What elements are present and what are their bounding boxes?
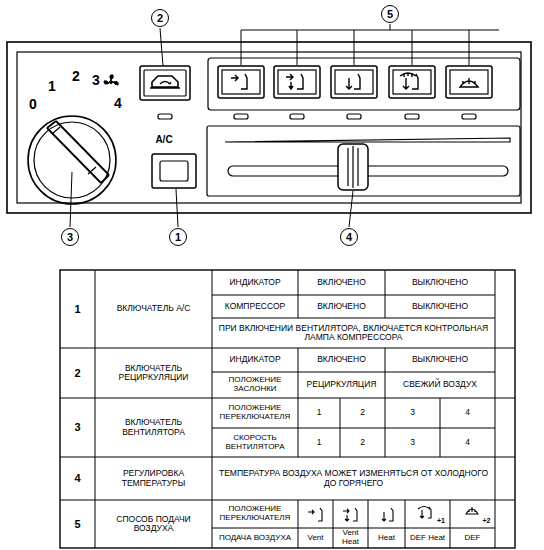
table-cell-text: ПОЛОЖЕНИЕ ПЕРЕКЛЮЧАТЕЛЯ <box>212 398 298 428</box>
callout-circle: 5 <box>381 5 399 23</box>
table-cell-text: СВЕЖИЙ ВОЗДУХ <box>385 372 495 398</box>
table-cell-text: 1 <box>60 270 95 348</box>
table-cell-text: Heat <box>368 528 405 548</box>
temperature-wedge <box>225 138 510 142</box>
dial-knob-mark <box>52 127 96 174</box>
ac-button-face <box>160 161 188 181</box>
table-cell-text: ВЫКЛЮЧЕНО <box>385 348 495 372</box>
table-cell-text: +1 <box>432 515 450 526</box>
table-cell-text: ТЕМПЕРАТУРА ВОЗДУХА МОЖЕТ ИЗМЕНЯТЬСЯ ОТ … <box>212 457 495 500</box>
table-cell-text: +2 <box>478 515 495 526</box>
table-cell-text: СКОРОСТЬ ВЕНТИЛЯТОРА <box>212 428 298 457</box>
callout-circle: 4 <box>340 228 358 246</box>
table-cell-text: 3 <box>385 428 440 457</box>
table-cell-text: ВКЛЮЧАТЕЛЬ ВЕНТИЛЯТОРА <box>95 398 212 457</box>
table-cell-text: ВКЛЮЧАТЕЛЬ РЕЦИРКУЛЯЦИИ <box>95 348 212 398</box>
table-cell-text: 2 <box>60 348 95 398</box>
table-cell-text: ПРИ ВКЛЮЧЕНИИ ВЕНТИЛЯТОРА, ВКЛЮЧАЕТСЯ КО… <box>212 318 495 348</box>
table-cell-text: 4 <box>440 428 495 457</box>
callout-number: 1 <box>175 232 181 243</box>
mode-buttons <box>218 66 492 98</box>
table-mode-icons <box>308 507 478 522</box>
ac-button <box>152 154 196 188</box>
table-cell-text: 5 <box>60 500 95 548</box>
callout-circle: 1 <box>169 228 187 246</box>
recirc-button-face <box>144 70 186 96</box>
slider-knob <box>338 144 368 190</box>
panel-label: A/C <box>146 133 182 146</box>
table-cell-text: 4 <box>60 457 95 500</box>
table-cell-text: Vent Heat <box>333 528 368 548</box>
slider-knob-grip <box>348 146 358 188</box>
callout-circle: 2 <box>151 9 169 27</box>
fan-symbol <box>104 75 118 85</box>
table-cell-text: РЕГУЛИРОВКА ТЕМПЕРАТУРЫ <box>95 457 212 500</box>
table-cell-text: ВЫКЛЮЧЕНО <box>385 295 495 318</box>
table-cell-text: ИНДИКАТОР <box>212 270 298 295</box>
table-cell-text: 2 <box>340 428 385 457</box>
table-cell-text: 1 <box>298 428 340 457</box>
table-cell-text: 1 <box>298 398 340 428</box>
recirc-arrow <box>160 82 171 85</box>
table-cell-text: Vent <box>298 528 333 548</box>
indicator-lamp <box>158 114 172 119</box>
leader-lines <box>70 24 499 227</box>
panel-housing <box>7 42 531 213</box>
panel-label: 4 <box>110 96 126 112</box>
callout-number: 2 <box>157 13 163 24</box>
table-cell-text: 2 <box>340 398 385 428</box>
table-cell-text: ВКЛЮЧЕНО <box>298 348 385 372</box>
callout-number: 4 <box>346 232 352 243</box>
table-cell-text: ИНДИКАТОР <box>212 348 298 372</box>
table-cell-text: ВЫКЛЮЧЕНО <box>385 270 495 295</box>
temperature-panel <box>207 126 520 196</box>
table-cell-text: ВКЛЮЧЕНО <box>298 295 385 318</box>
table-cell-text: СПОСОБ ПОДАЧИ ВОЗДУХА <box>95 500 212 548</box>
mode-icons <box>231 73 478 89</box>
recirc-button <box>140 66 190 100</box>
panel-label: 2 <box>68 69 84 85</box>
callout-number: 3 <box>67 232 73 243</box>
table-cell-text: 4 <box>440 398 495 428</box>
table-cell-text: DEF <box>450 528 495 548</box>
table-cell-text: 3 <box>385 398 440 428</box>
panel-face <box>17 52 521 203</box>
callout-number: 5 <box>387 9 393 20</box>
table-cell-text: РЕЦИРКУЛЯЦИЯ <box>298 372 385 398</box>
table-cell-text: ПОДАЧА ВОЗДУХА <box>212 528 298 548</box>
fan-dial-ring <box>34 122 110 198</box>
mode-buttons-frame <box>208 58 520 110</box>
table-cell-text: ВКЛЮЧЕНО <box>298 270 385 295</box>
table-grid <box>60 270 515 548</box>
callout-circle: 3 <box>61 228 79 246</box>
table-cell-text: ПОЛОЖЕНИЕ ЗАСЛОНКИ <box>212 372 298 398</box>
table-cell-text: 3 <box>60 398 95 457</box>
panel-label: 1 <box>44 79 60 95</box>
car-icon <box>150 76 180 88</box>
panel-label: 0 <box>25 97 41 113</box>
table-cell-text: ВКЛЮЧАТЕЛЬ А/С <box>95 270 212 348</box>
table-cell-text: КОМПРЕССОР <box>212 295 298 318</box>
panel-label: 3 <box>88 73 104 89</box>
table-cell-text: DEF Heat <box>405 528 450 548</box>
fan-dial <box>28 116 116 204</box>
mode-lamps <box>234 114 476 119</box>
dial-knob-grip <box>47 121 109 183</box>
table-cell-text: ПОЛОЖЕНИЕ ПЕРЕКЛЮЧАТЕЛЯ <box>212 500 298 528</box>
